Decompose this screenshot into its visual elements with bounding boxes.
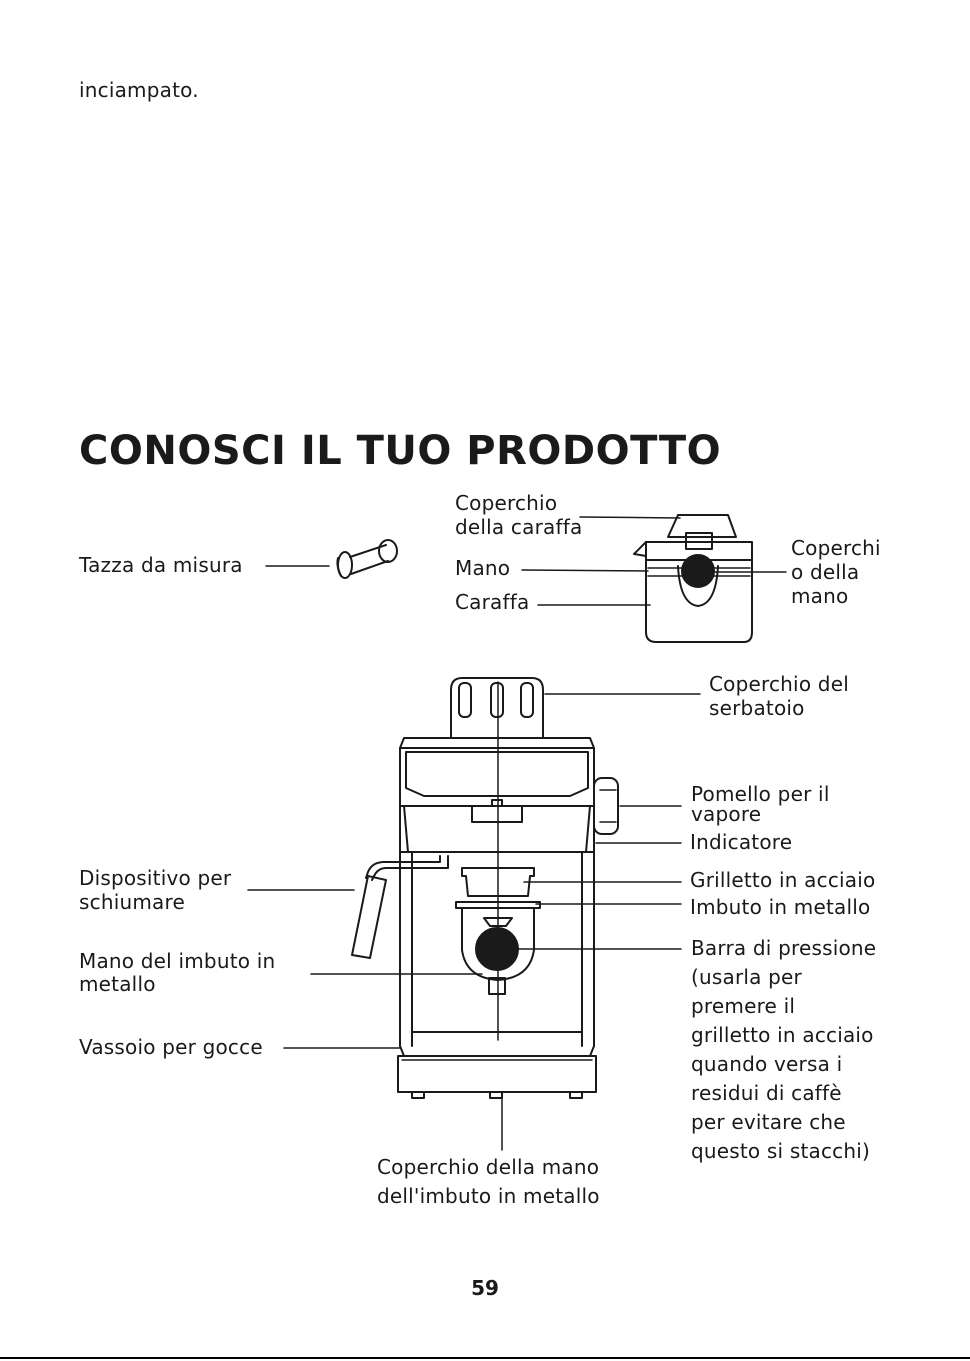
leader-carafe-lid — [579, 516, 681, 519]
label-line: mano — [791, 584, 849, 608]
label-line: Pomello per il — [691, 782, 830, 806]
page-number: 59 — [471, 1276, 499, 1300]
label-indicator: Indicatore — [690, 830, 793, 854]
label-carafe-lid: Coperchio della caraffa — [455, 491, 582, 539]
label-funnel-handle-cover: Coperchio della mano dell'imbuto in meta… — [377, 1153, 600, 1211]
label-drip-tray: Vassoio per gocce — [79, 1035, 263, 1059]
label-line: Barra di pressione — [691, 936, 877, 960]
label-line: dell'imbuto in metallo — [377, 1184, 600, 1208]
label-pressure-bar: Barra di pressione (usarla per premere i… — [691, 934, 876, 1166]
machine-leader-lines — [247, 681, 701, 1151]
label-line: Coperchi — [791, 536, 881, 560]
label-frother: Dispositivo per schiumare — [79, 866, 231, 914]
label-steam-knob: Pomello per il vapore — [691, 784, 830, 824]
measuring-cup-illustration — [336, 539, 398, 579]
label-line: Mano del imbuto in — [79, 949, 276, 973]
label-line: della caraffa — [455, 515, 583, 539]
continuation-text: inciampato. — [79, 78, 199, 102]
label-carafe: Caraffa — [455, 590, 530, 614]
label-line: residui di caffè — [691, 1081, 842, 1105]
label-line: premere il — [691, 994, 796, 1018]
espresso-machine-illustration — [351, 677, 619, 1099]
label-line: Coperchio della mano — [377, 1155, 600, 1179]
label-metal-funnel: Imbuto in metallo — [690, 895, 871, 919]
label-line: questo si stacchi) — [691, 1139, 871, 1163]
label-line: (usarla per — [691, 965, 802, 989]
label-line: Coperchio — [455, 491, 558, 515]
label-funnel-handle: Mano del imbuto in metallo — [79, 950, 275, 996]
label-line: vapore — [691, 802, 762, 826]
label-handle: Mano — [455, 556, 511, 580]
label-handle-cover: Coperchi o della mano — [791, 536, 881, 608]
section-heading: CONOSCI IL TUO PRODOTTO — [79, 428, 722, 474]
label-line: per evitare che — [691, 1110, 846, 1134]
label-measuring-cup: Tazza da misura — [79, 553, 243, 577]
label-tank-lid: Coperchio del serbatoio — [709, 672, 849, 720]
label-line: grilletto in acciaio — [691, 1023, 874, 1047]
leader-handle — [521, 569, 649, 572]
label-line: schiumare — [79, 890, 185, 914]
label-line: Coperchio del — [709, 672, 849, 696]
carafe-illustration — [633, 514, 753, 643]
label-steel-trigger: Grilletto in acciaio — [690, 868, 876, 892]
label-line: o della — [791, 560, 860, 584]
label-line: Dispositivo per — [79, 866, 232, 890]
label-line: serbatoio — [709, 696, 805, 720]
bottom-rule — [0, 1357, 970, 1359]
label-line: metallo — [79, 972, 156, 996]
label-line: quando versa i — [691, 1052, 843, 1076]
